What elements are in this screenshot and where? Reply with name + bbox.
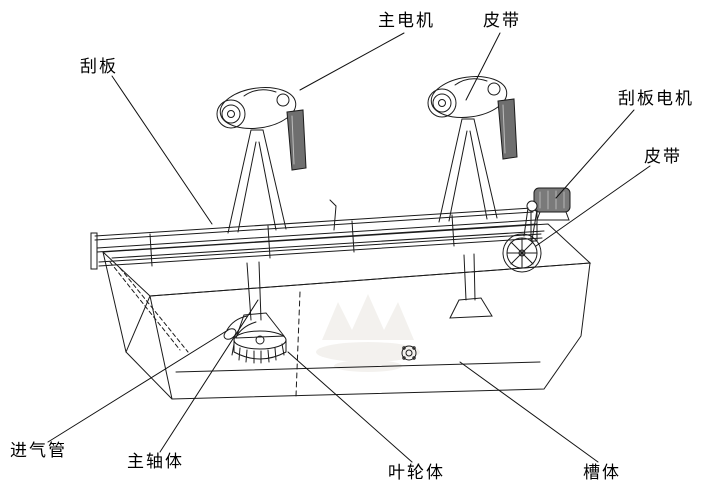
scraper-frame — [90, 199, 543, 270]
label-impeller: 叶轮体 — [388, 463, 445, 482]
label-main-motor: 主电机 — [378, 11, 435, 30]
impeller — [231, 330, 287, 364]
tank-body — [101, 223, 592, 400]
label-air-inlet: 进气管 — [10, 441, 67, 460]
air-inlet-pipe — [223, 315, 257, 340]
main-motor-left — [216, 87, 307, 234]
label-scraper-motor: 刮板电机 — [618, 89, 694, 108]
label-main-shaft: 主轴体 — [127, 452, 184, 471]
scraper-motor — [526, 187, 571, 221]
label-tank: 槽体 — [583, 463, 621, 482]
watermark-logo — [316, 294, 420, 372]
label-scraper: 刮板 — [80, 57, 118, 76]
label-belt-right: 皮带 — [644, 147, 682, 166]
main-motor-right — [427, 76, 518, 223]
belt-wheel — [502, 207, 542, 273]
label-belt-top: 皮带 — [483, 11, 521, 30]
drain-fitting — [401, 345, 417, 361]
leader-lines — [47, 32, 651, 463]
